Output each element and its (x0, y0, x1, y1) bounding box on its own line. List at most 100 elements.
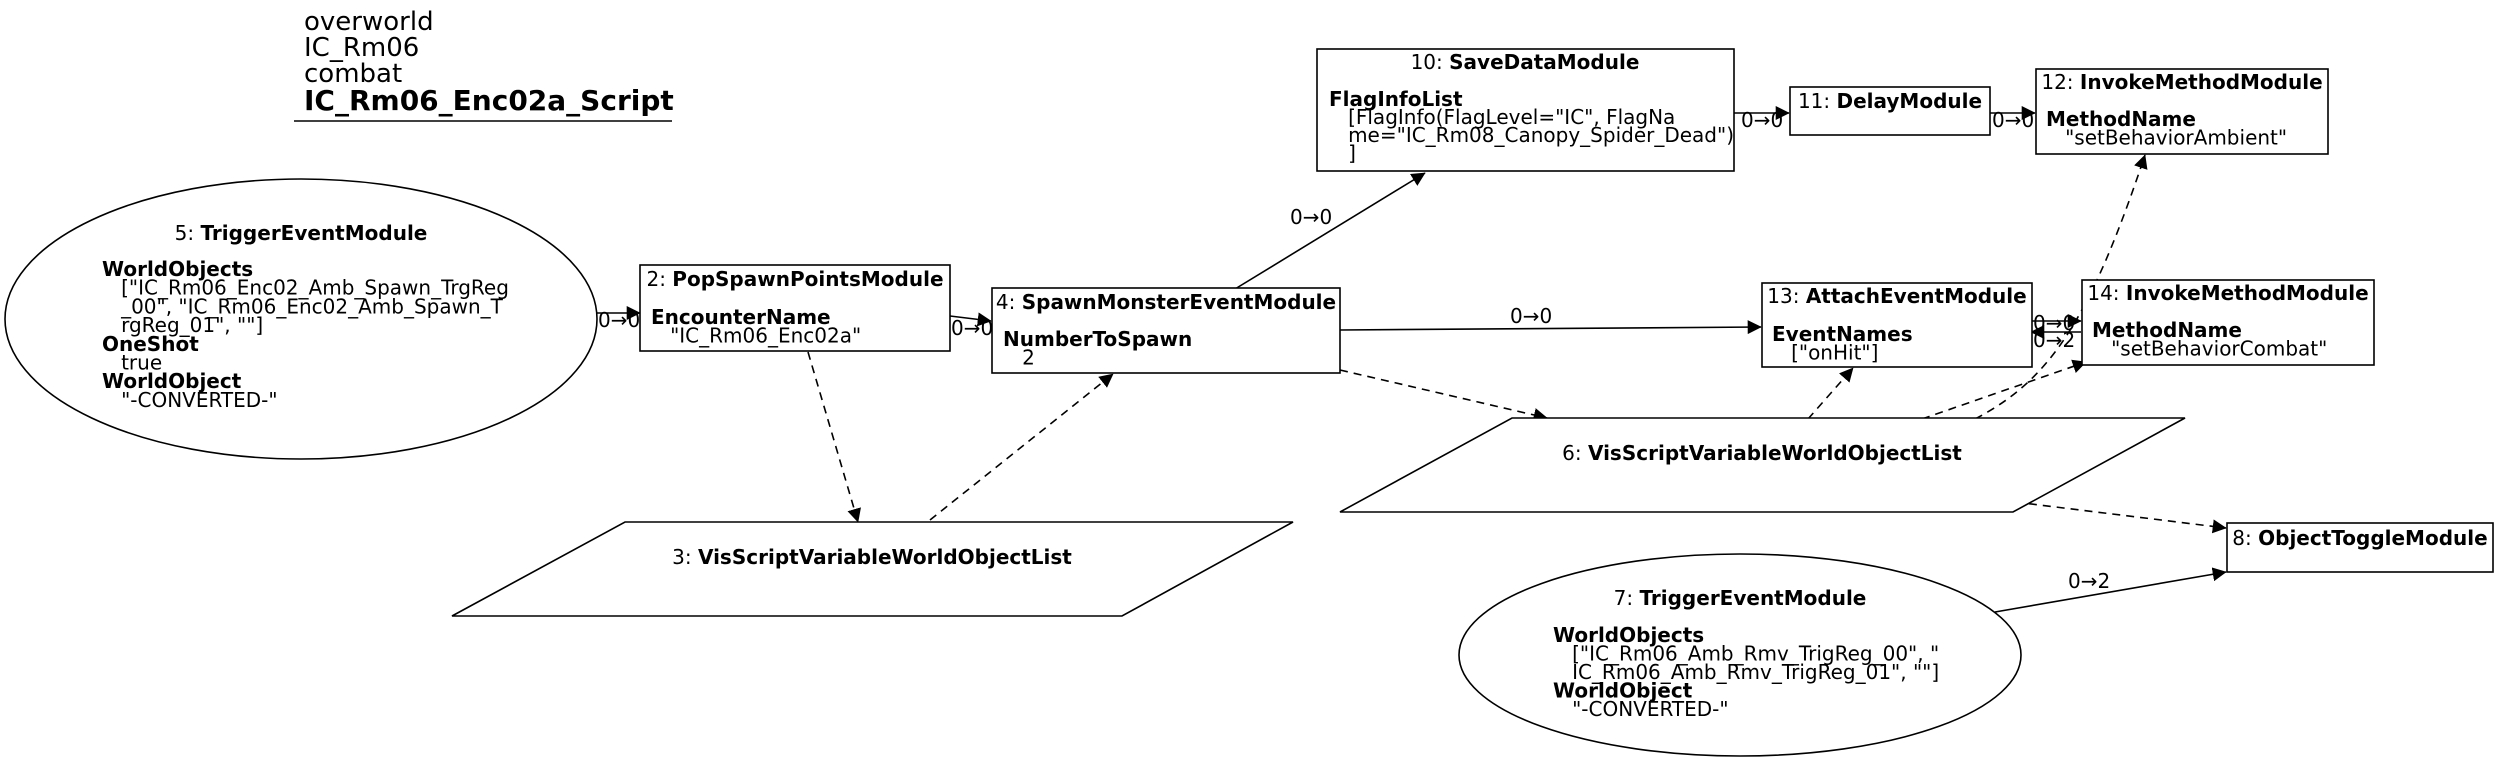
node-7-name: TriggerEventModule (1639, 586, 1866, 610)
node-4-num: 4: (996, 290, 1022, 314)
svg-text:5: TriggerEventModule: 5: TriggerEventModule (175, 221, 428, 245)
edge-2-4 (949, 312, 992, 327)
edge-6-12-dashed (1974, 154, 2148, 420)
edge-7-8 (1994, 567, 2227, 613)
title-line-1: overworld (304, 7, 434, 37)
edge-6-13-dashed (1807, 367, 1854, 420)
node-5-num: 5: (175, 221, 201, 245)
node-5-line-6: WorldObject (102, 369, 242, 393)
title-line-3: combat (304, 59, 402, 89)
node-5-name: TriggerEventModule (200, 221, 427, 245)
node-5-line-0: WorldObjects (102, 257, 253, 281)
node-12-num: 12: (2041, 70, 2080, 94)
node-10-save-data-module[interactable]: 10: SaveDataModule FlagInfoList [FlagInf… (1316, 48, 1735, 172)
node-11-delay-module[interactable]: 11: DelayModule (1789, 86, 1991, 136)
node-14-properties: MethodName "setBehaviorCombat" (2092, 318, 2327, 361)
node-2-properties: EncounterName "IC_Rm06_Enc02a" (651, 305, 861, 348)
node-10-line-2: me="IC_Rm08_Canopy_Spider_Dead") (1329, 123, 1734, 147)
edge-label-4-10: 0→0 (1290, 205, 1332, 229)
node-6-num: 6: (1562, 441, 1588, 465)
edge-4-6-dashed (1339, 369, 1548, 422)
edge-2-3-dashed (807, 351, 861, 523)
edge-4-10 (1234, 172, 1426, 290)
edge-label-2-4: 0→0 (951, 316, 993, 340)
node-14-invoke-method-module[interactable]: 14: InvokeMethodModule MethodName "setBe… (2081, 279, 2375, 366)
node-5-line-3: rgReg_01", ""] (102, 313, 263, 337)
node-10-num: 10: (1411, 50, 1450, 74)
node-3-num: 3: (672, 545, 698, 569)
node-4-name: SpawnMonsterEventModule (1022, 290, 1336, 314)
node-7-line-4: "-CONVERTED-" (1553, 697, 1729, 721)
edges: 0→0 0→0 0→0 0→0 0→0 0→0 0→0 0→2 0→2 (596, 106, 2227, 613)
node-12-line-0: MethodName (2046, 107, 2196, 131)
svg-text:11: DelayModule: 11: DelayModule (1798, 89, 1982, 113)
node-2-line-1: "IC_Rm06_Enc02a" (651, 324, 861, 348)
node-5-trigger-event-module[interactable]: 5: TriggerEventModule WorldObjects ["IC_… (4, 178, 598, 460)
edge-6-8-dashed (2014, 501, 2227, 534)
node-10-properties: FlagInfoList [FlagInfo(FlagLevel="IC", F… (1329, 87, 1734, 165)
edge-label-7-8: 0→2 (2068, 569, 2110, 593)
node-7-properties: WorldObjects ["IC_Rm06_Amb_Rmv_TrigReg_0… (1553, 623, 1939, 721)
node-13-name: AttachEventModule (1806, 284, 2027, 308)
node-5-line-1: ["IC_Rm06_Enc02_Amb_Spawn_TrgReg (102, 276, 509, 300)
node-8-num: 8: (2232, 526, 2258, 550)
edge-4-13 (1339, 320, 1762, 335)
node-10-line-3: ] (1329, 141, 1356, 165)
node-7-trigger-event-module[interactable]: 7: TriggerEventModule WorldObjects ["IC_… (1458, 553, 2022, 757)
node-2-num: 2: (646, 267, 672, 291)
node-12-line-1: "setBehaviorAmbient" (2046, 126, 2287, 150)
node-2-pop-spawn-points-module[interactable]: 2: PopSpawnPointsModule EncounterName "I… (639, 264, 951, 352)
title-line-2: IC_Rm06 (304, 33, 419, 63)
node-12-properties: MethodName "setBehaviorAmbient" (2046, 107, 2287, 150)
node-12-invoke-method-module[interactable]: 12: InvokeMethodModule MethodName "setBe… (2035, 68, 2329, 155)
script-name: IC_Rm06_Enc02a_Script (304, 84, 674, 117)
node-4-spawn-monster-event-module[interactable]: 4: SpawnMonsterEventModule NumberToSpawn… (991, 287, 1341, 374)
svg-text:14: InvokeMethodModule: 14: InvokeMethodModule (2087, 281, 2368, 305)
node-5-line-5: true (102, 351, 162, 375)
edge-label-5-2: 0→0 (598, 308, 640, 332)
node-4-line-1: 2 (1003, 346, 1035, 370)
node-5-line-7: "-CONVERTED-" (102, 388, 278, 412)
node-13-line-0: EventNames (1772, 322, 1913, 346)
node-14-line-1: "setBehaviorCombat" (2092, 337, 2327, 361)
node-10-line-0: FlagInfoList (1329, 87, 1463, 111)
node-5-line-2: _00", "IC_Rm06_Enc02_Amb_Spawn_T (102, 294, 504, 318)
node-8-object-toggle-module[interactable]: 8: ObjectToggleModule (2226, 522, 2494, 573)
node-3-name: VisScriptVariableWorldObjectList (698, 545, 1072, 569)
node-6-vis-script-variable[interactable]: 6: VisScriptVariableWorldObjectList (1339, 417, 2186, 513)
svg-text:4: SpawnMonsterEventModule: 4: SpawnMonsterEventModule (996, 290, 1336, 314)
node-5-line-4: OneShot (102, 332, 199, 356)
svg-text:6: VisScriptVariableWorldObjec: 6: VisScriptVariableWorldObjectList (1562, 441, 1962, 465)
svg-text:8: ObjectToggleModule: 8: ObjectToggleModule (2232, 526, 2487, 550)
node-7-line-2: IC_Rm06_Amb_Rmv_TrigReg_01", ""] (1553, 660, 1939, 684)
node-8-name: ObjectToggleModule (2258, 526, 2488, 550)
node-10-line-1: [FlagInfo(FlagLevel="IC", FlagNa (1329, 105, 1675, 129)
node-12-name: InvokeMethodModule (2080, 70, 2323, 94)
node-5-properties: WorldObjects ["IC_Rm06_Enc02_Amb_Spawn_T… (102, 257, 509, 412)
node-7-line-0: WorldObjects (1553, 623, 1704, 647)
node-13-attach-event-module[interactable]: 13: AttachEventModule EventNames ["onHit… (1761, 282, 2033, 368)
svg-text:2: PopSpawnPointsModule: 2: PopSpawnPointsModule (646, 267, 943, 291)
edge-label-11-12: 0→0 (1992, 108, 2034, 132)
svg-text:10: SaveDataModule: 10: SaveDataModule (1411, 50, 1640, 74)
node-4-properties: NumberToSpawn 2 (1003, 327, 1192, 370)
svg-text:3: VisScriptVariableWorldObjec: 3: VisScriptVariableWorldObjectList (672, 545, 1072, 569)
node-3-vis-script-variable[interactable]: 3: VisScriptVariableWorldObjectList (451, 521, 1294, 617)
node-7-line-1: ["IC_Rm06_Amb_Rmv_TrigReg_00", " (1553, 642, 1939, 666)
svg-text:7: TriggerEventModule: 7: TriggerEventModule (1614, 586, 1867, 610)
node-13-line-1: ["onHit"] (1772, 341, 1878, 365)
node-7-line-3: WorldObject (1553, 679, 1693, 703)
graph-title: overworld IC_Rm06 combat IC_Rm06_Enc02a_… (294, 7, 674, 122)
node-14-line-0: MethodName (2092, 318, 2242, 342)
node-2-line-0: EncounterName (651, 305, 831, 329)
node-10-name: SaveDataModule (1449, 50, 1639, 74)
node-4-line-0: NumberToSpawn (1003, 327, 1192, 351)
node-2-name: PopSpawnPointsModule (672, 267, 943, 291)
node-7-num: 7: (1614, 586, 1640, 610)
node-11-name: DelayModule (1836, 89, 1982, 113)
node-13-properties: EventNames ["onHit"] (1772, 322, 1913, 365)
edge-3-4-dashed (929, 373, 1114, 521)
node-11-num: 11: (1798, 89, 1837, 113)
node-14-name: InvokeMethodModule (2126, 281, 2369, 305)
